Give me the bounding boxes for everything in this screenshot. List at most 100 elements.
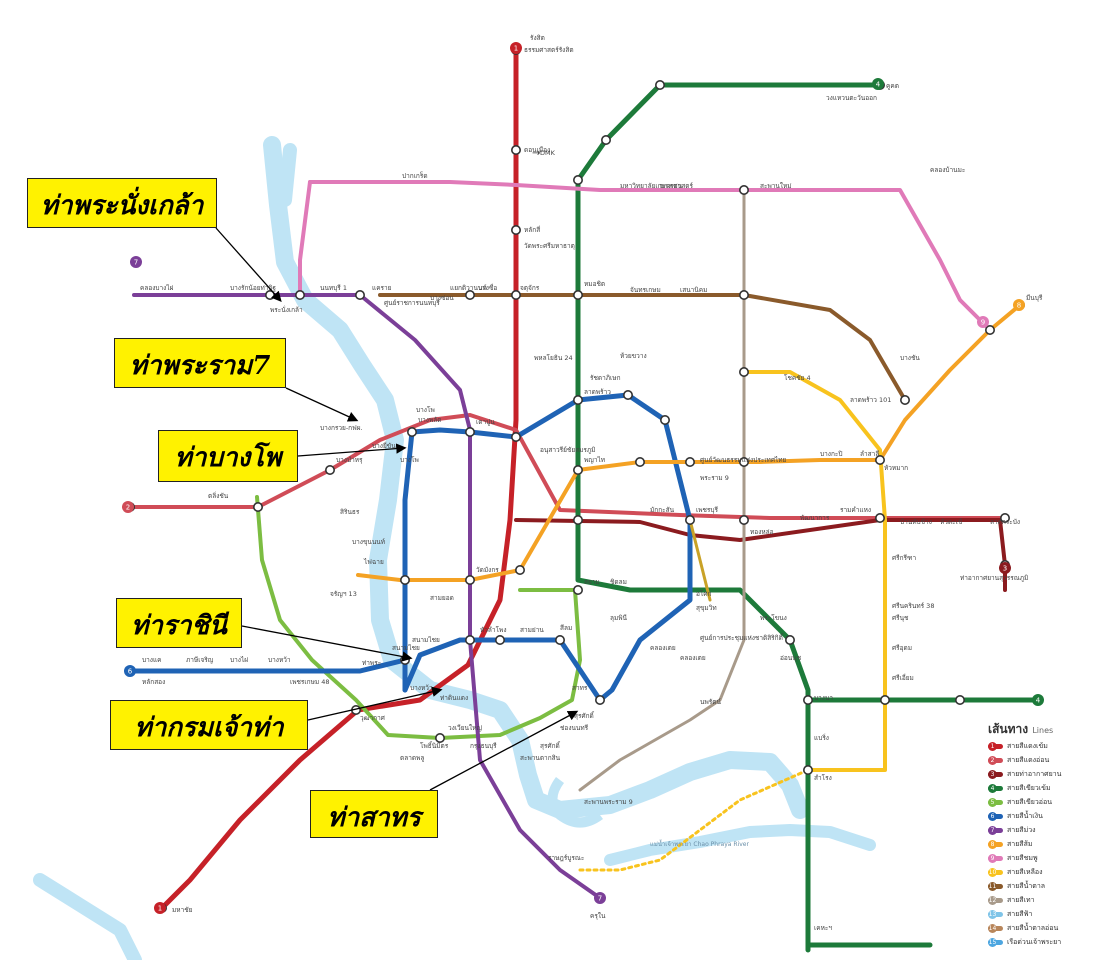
legend-line-number: 2 (988, 755, 997, 765)
station-label-si-nut: ศรีนุช (892, 614, 909, 622)
station-marker (464, 574, 475, 585)
legend-label: สายสีน้ำตาล (1007, 881, 1046, 890)
station-label-talat-phlu: ตลาดพลู (400, 754, 424, 762)
legend-line-number: 3 (988, 769, 997, 779)
station-label-ratchada: รัชดาภิเษก (590, 374, 621, 382)
station-label-ban-thap-chang: บ้านทับช้าง (900, 518, 932, 526)
station-label-lumphini: ลุมพินี (610, 614, 628, 622)
line-badge-number: 1 (158, 905, 162, 913)
river-north-segment (278, 143, 297, 207)
station-label-fai-chai: ไฟฉาย (363, 558, 384, 566)
tha-chin-river (33, 873, 142, 964)
station-label-bang-khen: บางเขน (660, 182, 683, 190)
station-label-bang-sue: บางซื่อ (478, 283, 497, 292)
line-orange (356, 303, 1022, 582)
legend-item: 11 สายสีน้ำตาล (988, 879, 1088, 893)
station-label-bang-phai: บางไผ่ (230, 656, 248, 664)
callout-pointer-sathorn (429, 710, 579, 791)
legend-line-number: 11 (988, 881, 997, 891)
legend-line-number: 5 (988, 797, 997, 807)
station-label-nonthaburi: นนทบุรี 1 (320, 284, 347, 292)
line-badge-number: 8 (1017, 302, 1021, 310)
station-marker (659, 414, 670, 425)
station-label-suvarnabhumi: ท่าอากาศยานสุวรรณภูมิ (960, 574, 1028, 582)
station-label-phasi-charoen: ภาษีเจริญ (186, 656, 214, 664)
station-marker (874, 512, 885, 523)
station-marker (510, 431, 521, 442)
callout-pointer-rama7 (285, 387, 359, 422)
station-label-thammasat: ธรรมศาสตร์รังสิต (524, 46, 574, 54)
station-label-lat-phrao-101: ลาดพร้าว 101 (850, 396, 891, 404)
line-pink (308, 180, 992, 332)
station-label-lat-krabang: ลาดกระบัง (990, 518, 1020, 526)
line-badge-number: 4 (1036, 697, 1041, 705)
station-label-sathorn-st: สุรศักดิ์ (574, 711, 595, 720)
line-badge-1 (510, 42, 522, 54)
station-marker (622, 389, 633, 400)
station-label-lak-si: หลักสี่ (524, 225, 540, 234)
station-label-pho-nimit: โพธิ์นิมิตร (420, 741, 449, 750)
station-label-mo-chit: หมอชิต (584, 280, 605, 288)
station-label-wat-phra-sri: วัดพระศรีมหาธาตุ (524, 242, 575, 250)
station-label-sirindhorn: สิรินธร (340, 508, 360, 516)
legend-label: สายสีแดงอ่อน (1007, 755, 1050, 764)
station-label-phatthanakan: พัฒนาการ (800, 514, 830, 522)
station-marker (738, 289, 749, 300)
station-marker (954, 694, 965, 705)
station-label-chong-nonsi: ช่องนนทรี (560, 724, 589, 732)
legend-label: เรือด่วนเจ้าพระยา (1007, 937, 1062, 946)
station-label-saphan-taksin: สะพานตากสิน (520, 754, 561, 762)
callout-pointer-pranangklao (215, 227, 282, 302)
line-badge-2 (122, 501, 134, 513)
line-badge-number: 2 (126, 504, 130, 512)
station-marker (784, 634, 795, 645)
line-brown (378, 293, 907, 402)
airport-icon: → (532, 148, 540, 159)
station-label-bang-bamru: บางบำหรุ (336, 456, 363, 464)
station-marker (738, 514, 749, 525)
station-label-lam-sali: ลำสาลี (860, 450, 879, 458)
legend-label: สายสีฟ้า (1007, 909, 1033, 918)
station-label-khu-khot: คูคต (886, 82, 899, 90)
station-label-bang-khun-non: บางขุนนนท์ (352, 538, 385, 546)
station-label-surasak: สุรศักดิ์ (540, 741, 561, 750)
river-loop-bang-krachao (547, 777, 603, 828)
station-label-charan13: จรัญฯ 13 (330, 590, 357, 598)
legend-line-number: 6 (988, 811, 997, 821)
line-badge-3 (999, 562, 1011, 574)
station-marker (802, 764, 813, 775)
line-badge-4 (872, 78, 884, 90)
callout-pranangklao: ท่าพระนั่งเกล้า (27, 178, 217, 228)
station-label-thong-lo: ทองหล่อ (750, 528, 774, 536)
line-badge-6 (124, 665, 136, 677)
station-label-tha-phra: ท่าพระ (362, 659, 381, 667)
station-marker (572, 464, 583, 475)
station-label-bang-rak-noi: บางรักน้อยท่าอิฐ (230, 284, 276, 292)
station-marker (324, 464, 335, 475)
station-label-pak-kret: ปากเกร็ด (402, 171, 428, 180)
station-label-bang-wa-2: บางหว้า (410, 684, 433, 692)
station-marker (634, 456, 645, 467)
station-marker (253, 501, 264, 512)
station-marker (600, 135, 611, 146)
station-label-nonthaburi-civic: ศูนย์ราชการนนทบุรี (384, 299, 440, 307)
callout-krommathai: ท่ากรมเจ้าท่า (110, 700, 308, 750)
callout-rachini: ท่าราชินี (116, 598, 242, 648)
station-label-ramkhamhaeng: รามคำแหง (840, 506, 871, 514)
station-marker (802, 694, 813, 705)
station-marker (738, 185, 749, 196)
legend-label: สายสีเทา (1007, 895, 1035, 904)
legend-line-number: 9 (988, 853, 997, 863)
line-badge-9 (977, 316, 989, 328)
station-label-rama9-bridge: สะพานพระราม 9 (584, 798, 633, 806)
station-label-chitlom: ชิดลม (610, 578, 627, 586)
station-marker (738, 456, 749, 467)
line-yellow-dotted (578, 768, 810, 872)
legend-line-number: 13 (988, 909, 997, 919)
